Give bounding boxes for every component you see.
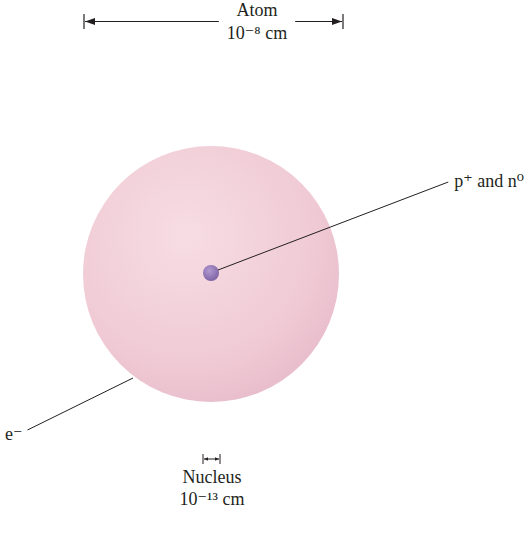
leader-line: [28, 378, 134, 430]
electron-cloud: [83, 146, 339, 402]
leader-line: [218, 182, 448, 270]
part-label: p⁺ and n⁰: [452, 171, 526, 191]
dimension-tick: [203, 454, 204, 464]
nucleus-label: Nucleus: [181, 467, 244, 487]
dimension-tick: [220, 454, 221, 464]
dimension-label: 10⁻¹³ cm: [178, 489, 247, 509]
arrowhead: [85, 18, 95, 25]
arrowhead: [332, 18, 342, 25]
part-label: e⁻: [3, 424, 25, 444]
nucleus: [203, 265, 219, 281]
dimension-label: 10⁻⁸ cm: [225, 23, 289, 43]
arrowhead: [215, 457, 219, 460]
arrowhead: [204, 457, 208, 460]
dimension-tick: [83, 14, 84, 29]
atom-label: Atom: [234, 0, 279, 20]
dimension-line: [85, 21, 219, 22]
nucleus-dimension: [203, 454, 220, 464]
atom-dimension: [84, 14, 343, 29]
dimension-tick: [342, 14, 343, 29]
